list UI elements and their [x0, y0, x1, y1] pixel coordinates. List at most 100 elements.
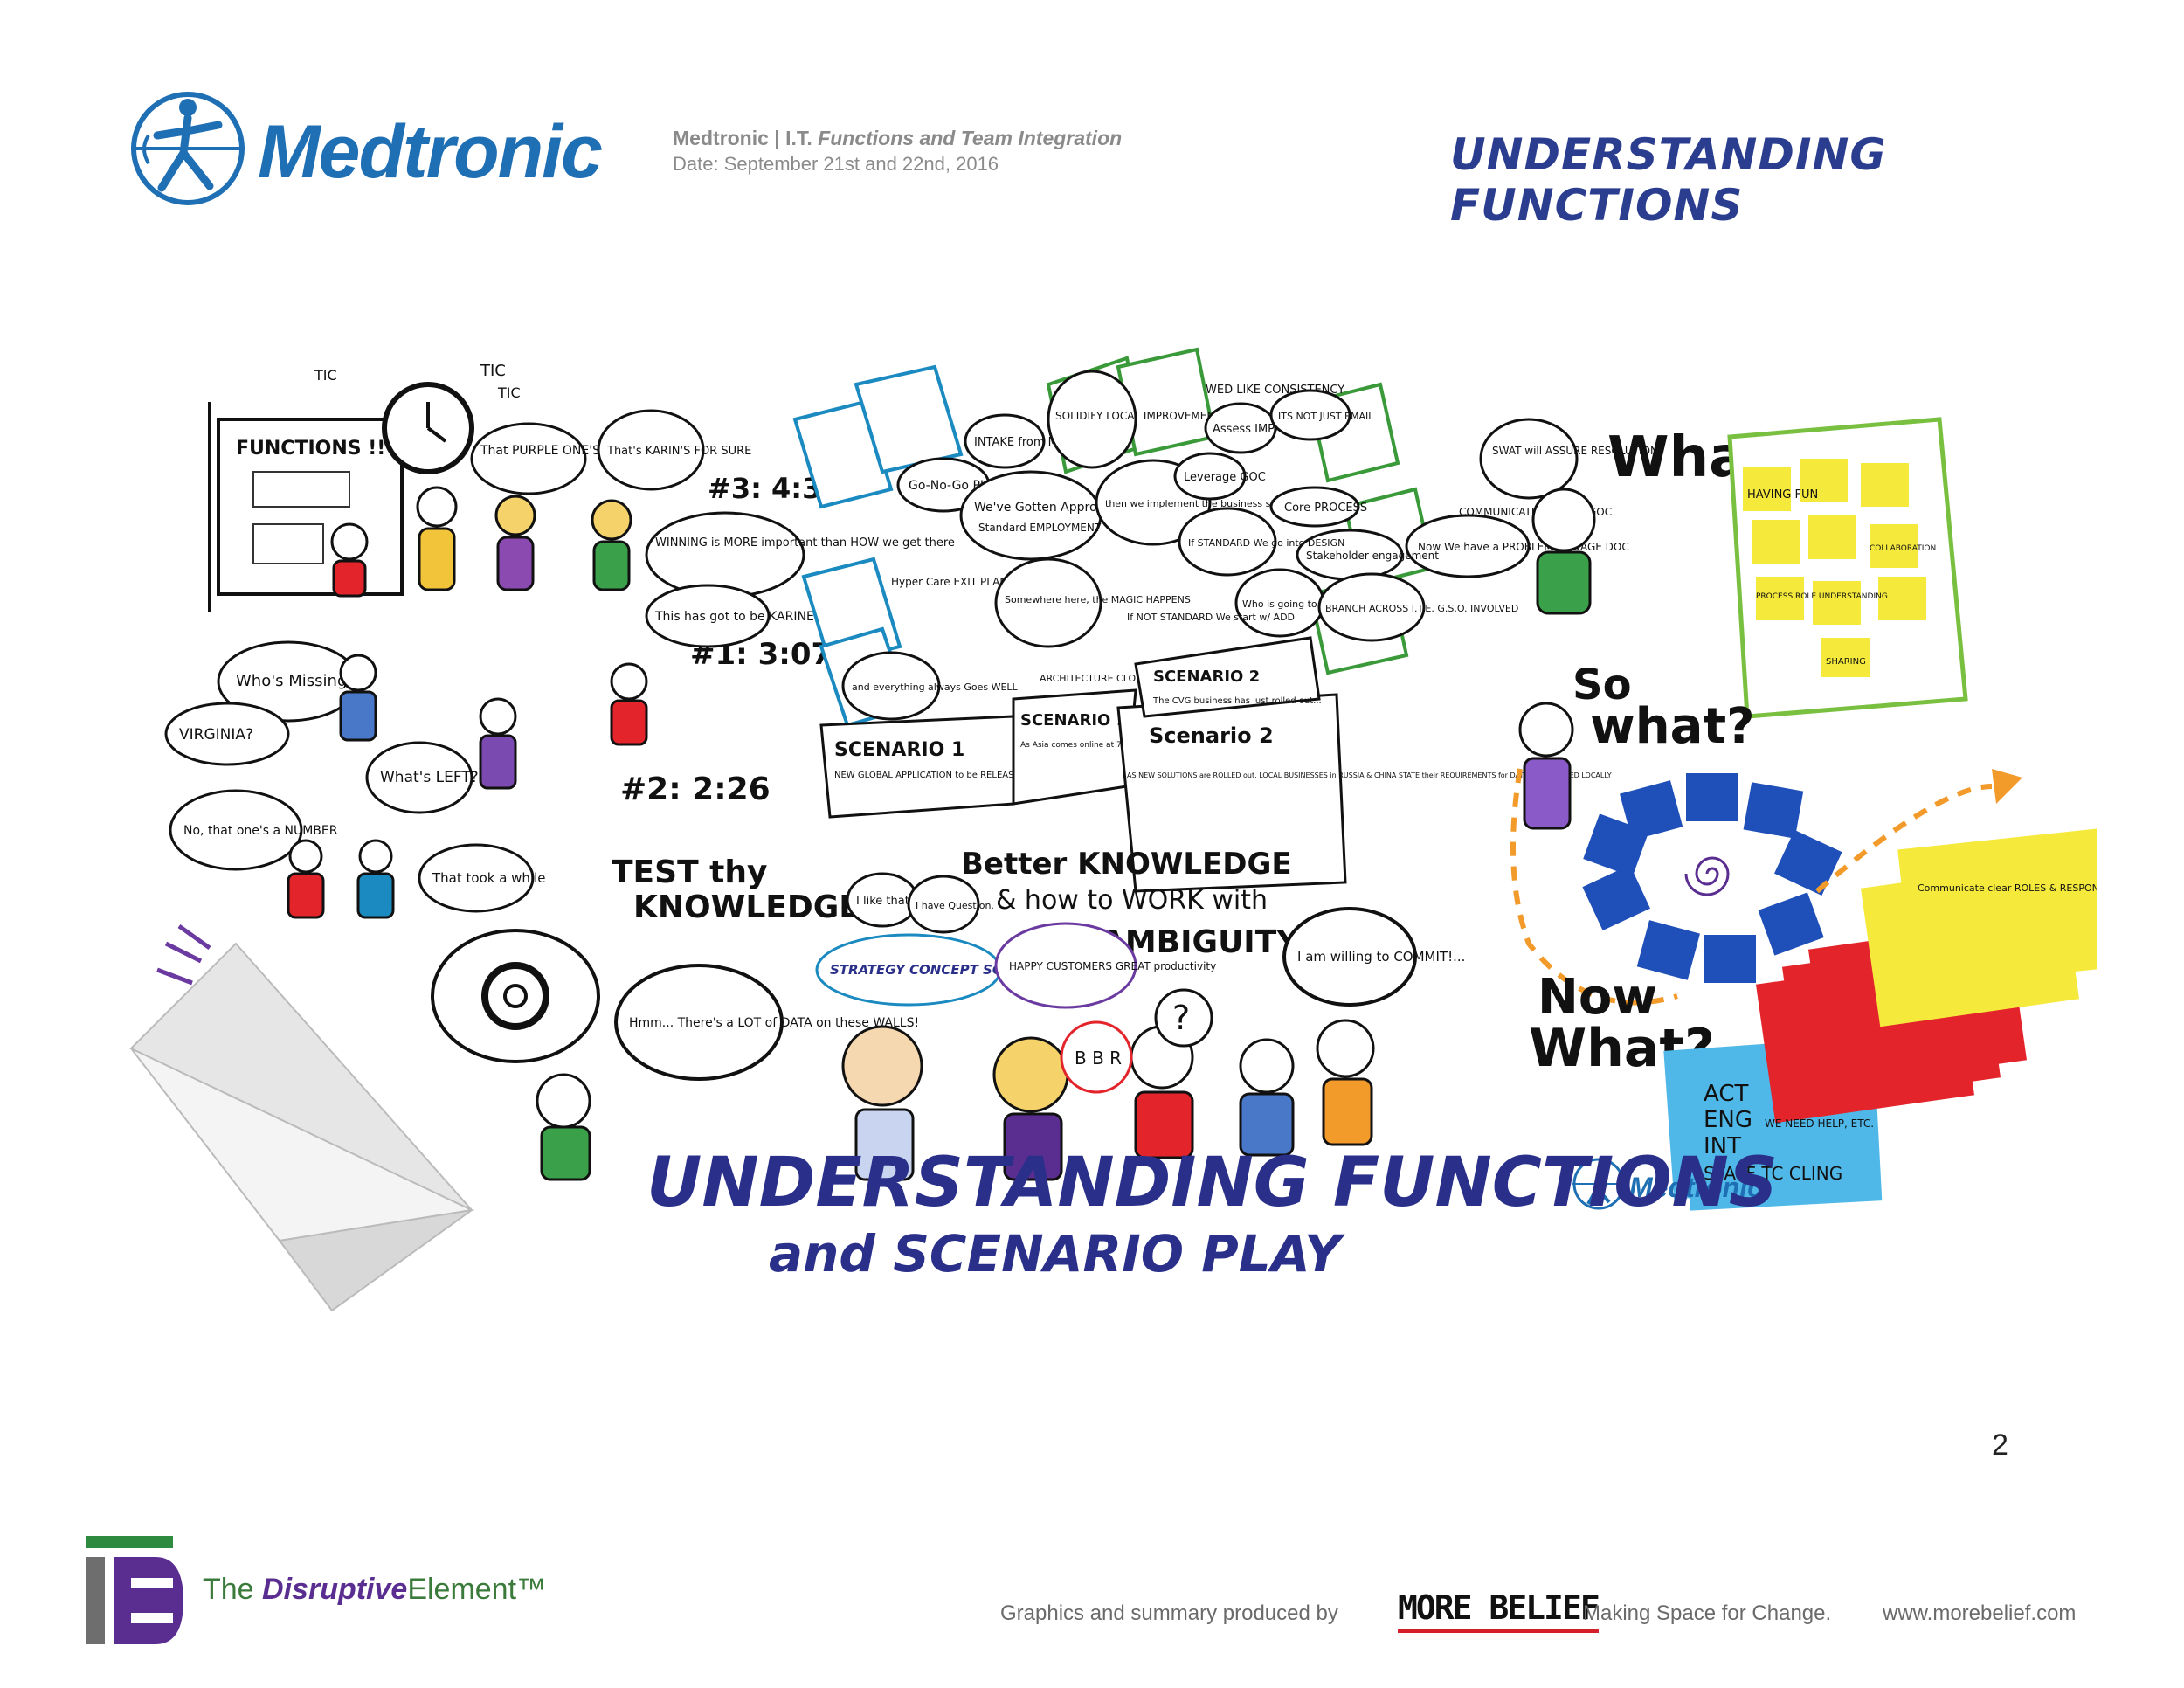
speech-bubble: VIRGINIA?: [164, 702, 290, 766]
question-mark-caption: ?: [1172, 999, 1190, 1037]
goes-well-caption: and everything always Goes WELL: [852, 681, 1019, 693]
speech-bubble: Hmm... There's a LOT of DATA on these WA…: [614, 964, 919, 1081]
happy-customers-bubble: HAPPY CUSTOMERS GREAT productivity: [994, 922, 1216, 1009]
speech-bubble: We've Gotten Approval Standard EMPLOYMEN…: [959, 470, 1115, 561]
whos-missing-caption: Who's Missing?: [236, 672, 356, 690]
like-that-caption: I like that!: [856, 895, 914, 908]
test-knowledge-line-2: KNOWLEDGE: [633, 889, 860, 925]
speech-bubble: then we implement the business strategy: [1095, 459, 1306, 546]
paper-plane-illustration: [129, 924, 475, 1312]
virginia-caption: VIRGINIA?: [179, 726, 253, 744]
speech-bubble: I am willing to COMMIT!...: [1282, 907, 1465, 1007]
mural-sub-title: and SCENARIO PLAY: [769, 1224, 1345, 1283]
functions-caption: FUNCTIONS !!: [236, 438, 385, 460]
speech-bubble: That's KARIN'S FOR SURE: [597, 409, 751, 491]
have-question-caption: I have Question.: [916, 900, 994, 911]
sticky-collaboration-text: COLLABORATION: [1870, 544, 1936, 553]
cartoon-characters-left: [287, 486, 648, 919]
medtronic-small-logo: Medtronic: [1572, 1158, 1763, 1210]
speech-bubble: Now We have a PROBLEM MANAGE DOC: [1405, 514, 1629, 578]
sticky-communicate-text: Communicate clear ROLES & RESPONSIBILITI…: [1918, 882, 2097, 894]
swat-caption: SWAT will ASSURE RESOLUTION: [1492, 445, 1658, 457]
how-to-work-caption: & how to WORK with: [996, 885, 1268, 916]
easel-sticky-notes: [1727, 417, 1968, 719]
speech-bubble: SWAT will ASSURE RESOLUTION: [1479, 418, 1658, 500]
disruptive-element-wordmark: The DisruptiveElement™: [203, 1573, 546, 1607]
speech-bubble: If STANDARD We go into DESIGN: [1178, 507, 1344, 577]
tde-italic: Disruptive: [262, 1573, 408, 1606]
speech-bubble: Who's Missing?: [217, 640, 360, 723]
whats-left-caption: What's LEFT?: [380, 769, 479, 786]
tic-caption-2: TIC: [480, 362, 506, 380]
speech-bubble: BRANCH ACROSS I.T.E. G.S.O. INVOLVED: [1317, 572, 1518, 642]
speech-bubble: INTAKE from MP3: [964, 413, 1072, 469]
speech-bubble: SOLIDIFY LOCAL IMPROVEMENT: [1047, 370, 1221, 469]
karine-caption: This has got to be KARINE: [654, 610, 814, 624]
medtronic-wordmark: Medtronic: [258, 110, 603, 194]
sticky-having-fun-text: HAVING FUN: [1747, 488, 1818, 502]
hmm-data-caption: Hmm... There's a LOT of DATA on these WA…: [629, 1016, 919, 1030]
medtronic-small-wordmark: Medtronic: [1629, 1172, 1763, 1203]
sticky-note-stack: [1663, 828, 2097, 1211]
what-character: [1531, 488, 1596, 615]
event-title: Medtronic | I.T. Functions and Team Inte…: [673, 127, 1122, 150]
not-email-caption: ITS NOT JUST EMAIL: [1278, 411, 1374, 422]
magic-caption: Somewhere here, the MAGIC HAPPENS: [1005, 594, 1191, 605]
speech-bubble: Somewhere here, the MAGIC HAPPENS: [994, 557, 1191, 648]
speech-bubble: No, that one's a NUMBER: [169, 789, 338, 871]
scenario-1-scroll: SCENARIO 1 NEW GLOBAL APPLICATION to be …: [819, 715, 1099, 819]
so-what-character: [1518, 702, 1574, 830]
so-what-line-1: So: [1572, 661, 1632, 709]
winning-caption: WINNING is MORE important than HOW we ge…: [655, 536, 955, 550]
functions-whiteboard-illustration: [208, 382, 474, 612]
happy-customers-caption: HAPPY CUSTOMERS GREAT productivity: [1009, 960, 1216, 972]
graphic-recording-mural: FUNCTIONS !! TIC TIC TIC That PURPLE ONE…: [129, 347, 2097, 1312]
sticky-we-need-help-text: WE NEED HELP, ETC.: [1765, 1117, 1874, 1130]
more-belief-logo: MORE BELIEF: [1398, 1588, 1600, 1633]
tic-caption-1: TIC: [314, 367, 337, 384]
standard-design-caption: If STANDARD We go into DESIGN: [1188, 537, 1344, 549]
event-title-prefix: Medtronic | I.T.: [673, 127, 819, 149]
commit-caption: I am willing to COMMIT!...: [1297, 949, 1465, 965]
scenario-1-title: SCENARIO 1: [834, 739, 964, 761]
section-heading: UNDERSTANDING FUNCTIONS: [1450, 129, 1887, 231]
bbr-caption: B B R: [1075, 1048, 1122, 1069]
so-what-line-2: what?: [1590, 698, 1755, 755]
disruptive-element-logo-icon: [86, 1536, 183, 1644]
scenario-1b-title: SCENARIO 1: [1020, 711, 1127, 730]
speech-bubble: What's LEFT?: [365, 741, 479, 814]
not-standard-caption: If NOT STANDARD We start w/ ADD: [1127, 612, 1295, 623]
standard-employment-caption: Standard EMPLOYMENT: [978, 522, 1102, 534]
test-knowledge-line-1: TEST thy: [612, 854, 767, 890]
tde-prefix: The: [203, 1573, 263, 1606]
event-date: Date: September 21st and 22nd, 2016: [673, 153, 999, 175]
sticky-int-text: INT: [1704, 1133, 1741, 1159]
event-title-italic: Functions and Team Integration: [818, 127, 1123, 149]
question-circle: ?: [1154, 988, 1213, 1048]
speech-bubble: ITS NOT JUST EMAIL: [1269, 389, 1374, 441]
stakeholder-caption: Stakeholder engagement: [1306, 550, 1439, 562]
credit-text: Graphics and summary produced by: [1000, 1602, 1338, 1625]
sticky-act-text: ACT: [1704, 1081, 1748, 1107]
problem-doc-caption: Now We have a PROBLEM MANAGE DOC: [1418, 541, 1629, 553]
speech-bubble: Stakeholder engagement: [1296, 529, 1439, 581]
scenario-2-body: AS NEW SOLUTIONS are ROLLED out, LOCAL B…: [1127, 771, 1612, 779]
scenario-2b-body: The CVG business has just rolled out...: [1152, 696, 1322, 706]
scenario-2-title: Scenario 2: [1149, 723, 1274, 748]
solidify-caption: SOLIDIFY LOCAL IMPROVEMENT: [1055, 410, 1221, 422]
branch-caption: BRANCH ACROSS I.T.E. G.S.O. INVOLVED: [1325, 603, 1518, 614]
now-what-line-1: Now: [1538, 969, 1657, 1026]
scenario-2b-scroll: SCENARIO 2 The CVG business has just rol…: [1134, 636, 1322, 718]
speech-bubble: That took a while: [418, 843, 546, 913]
speech-bubble: Core PROCESS: [1269, 486, 1367, 528]
speech-bubble: I have Question.: [907, 875, 994, 934]
core-process-caption: Core PROCESS: [1284, 502, 1367, 515]
intake-caption: INTAKE from MP3: [974, 436, 1072, 449]
no-number-caption: No, that one's a NUMBER: [183, 824, 338, 838]
speech-bubble: I like that!: [846, 872, 919, 928]
scenario-2b-title: SCENARIO 2: [1153, 668, 1260, 686]
sticky-staff-text: STAFF TC CLING: [1704, 1163, 1842, 1184]
medtronic-logo-icon: [131, 92, 245, 205]
speech-bubble: and everything always Goes WELL: [841, 651, 1019, 721]
website-link[interactable]: www.morebelief.com: [1883, 1602, 2077, 1625]
